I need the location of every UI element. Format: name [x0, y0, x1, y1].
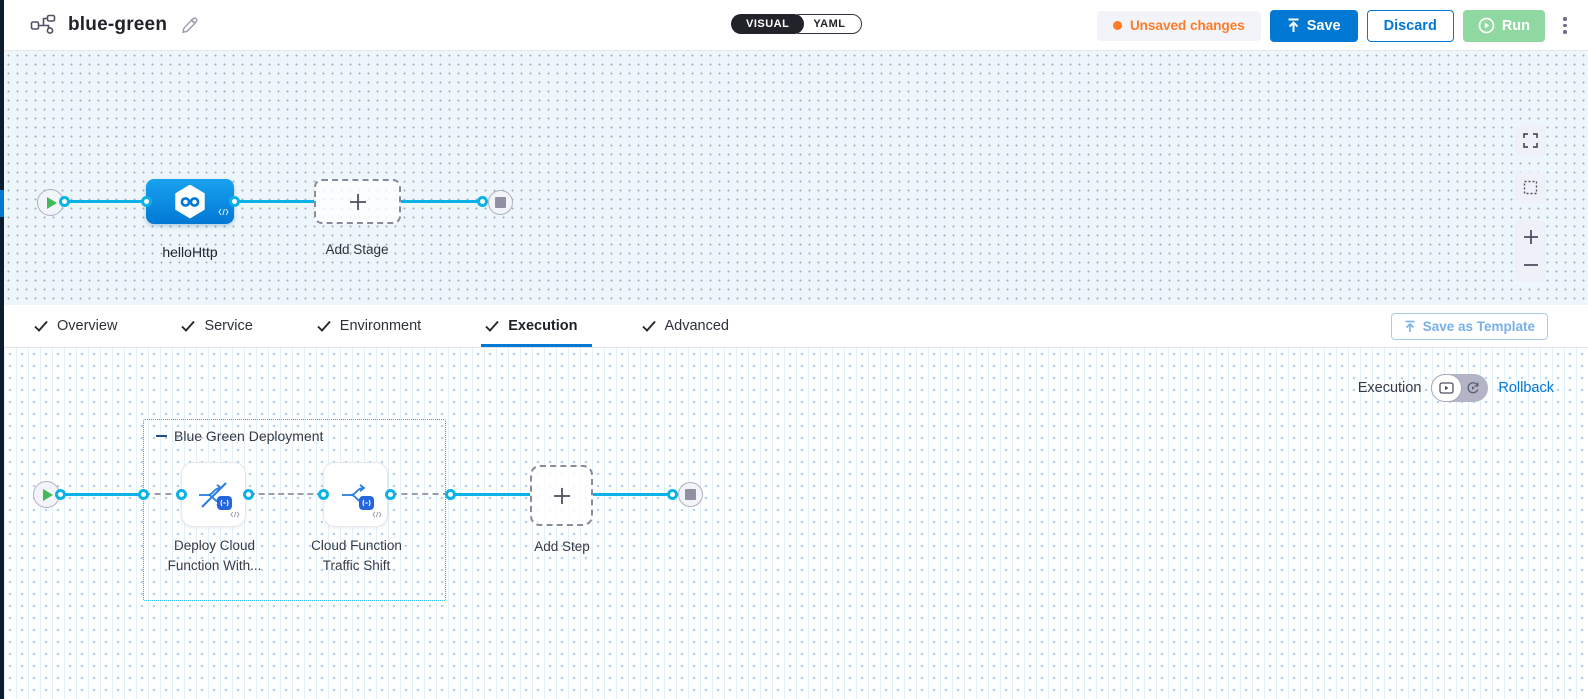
marquee-select-button[interactable] [1515, 172, 1546, 203]
connector-port [477, 196, 488, 207]
add-step-button[interactable] [530, 465, 593, 526]
step-group-header[interactable]: Blue Green Deployment [156, 428, 323, 444]
fullscreen-button[interactable] [1515, 125, 1546, 156]
toggle-visual[interactable]: VISUAL [731, 14, 805, 34]
zoom-in-icon[interactable] [1523, 229, 1539, 245]
connector-edge-dashed [249, 493, 323, 495]
unsaved-changes-badge: Unsaved changes [1096, 10, 1261, 41]
connector-edge [61, 493, 145, 496]
connector-edge [451, 493, 530, 496]
stage-graph-canvas[interactable]: helloHttp Add Stage [4, 51, 1588, 305]
check-icon [34, 320, 48, 332]
connector-port [445, 489, 456, 500]
stage-name-label: helloHttp [162, 244, 218, 260]
connector-edge [401, 200, 483, 203]
connector-port [229, 196, 240, 207]
step-group-blue-green[interactable] [143, 419, 446, 601]
save-button[interactable]: Save [1269, 9, 1358, 42]
cloud-function-badge-icon [217, 496, 232, 510]
zoom-out-icon[interactable] [1523, 257, 1539, 273]
code-icon [230, 505, 240, 523]
execution-mode-icon[interactable] [1431, 374, 1463, 402]
visual-yaml-toggle: VISUAL YAML [731, 14, 862, 34]
sidebar-accent [0, 190, 4, 217]
execution-graph-canvas[interactable]: Execution Rollback [4, 348, 1588, 699]
start-play-icon [43, 488, 53, 501]
step-label: Deploy Cloud Function With... [167, 538, 262, 574]
unsaved-changes-label: Unsaved changes [1129, 18, 1245, 33]
pipeline-end-node[interactable] [488, 190, 513, 215]
discard-button[interactable]: Discard [1366, 9, 1454, 42]
plus-icon [349, 193, 366, 210]
play-circle-icon [1478, 17, 1495, 34]
step-traffic-shift-card[interactable] [323, 462, 388, 527]
page-title: blue-green [68, 14, 168, 35]
fullscreen-icon [1523, 133, 1538, 148]
toggle-yaml[interactable]: YAML [790, 14, 862, 34]
topbar: blue-green VISUAL YAML Unsaved changes S… [4, 0, 1588, 51]
stage-hellohttp-card[interactable] [146, 179, 234, 224]
rollback-link[interactable]: Rollback [1498, 380, 1554, 396]
more-options-kebab-icon[interactable] [1556, 10, 1574, 42]
tab-advanced[interactable]: Advanced [641, 305, 729, 347]
connector-port [141, 196, 152, 207]
edit-pencil-icon[interactable] [181, 16, 198, 34]
connector-port [385, 489, 396, 500]
connector-edge [64, 200, 148, 203]
tab-environment[interactable]: Environment [317, 305, 421, 347]
save-as-template-button[interactable]: Save as Template [1390, 313, 1548, 340]
upload-arrow-icon [1288, 18, 1299, 32]
check-icon [641, 320, 656, 332]
stop-square-icon [685, 489, 696, 500]
plus-icon [553, 487, 570, 504]
upload-arrow-icon [1405, 320, 1415, 332]
execution-rollback-controls: Execution Rollback [1358, 374, 1554, 402]
pipeline-icon [30, 14, 56, 36]
check-icon [317, 320, 331, 332]
execution-end-node[interactable] [678, 482, 703, 507]
collapse-dash-icon[interactable] [156, 434, 167, 438]
connector-port [243, 489, 254, 500]
topbar-actions: Unsaved changes Save Discard Run [1096, 0, 1574, 51]
run-button[interactable]: Run [1462, 9, 1545, 42]
step-deploy-cloud-function-card[interactable] [181, 462, 246, 527]
add-stage-button[interactable] [314, 179, 401, 224]
connector-port [176, 489, 187, 500]
deploy-stage-hexagon-icon [175, 184, 205, 219]
connector-edge-dashed [391, 493, 449, 495]
code-icon [218, 203, 229, 221]
stop-square-icon [495, 197, 506, 208]
check-icon [181, 320, 196, 332]
unsaved-dot-icon [1112, 21, 1122, 30]
connector-port [318, 489, 329, 500]
stage-config-tabs: Overview Service Environment Execution A… [4, 305, 1588, 348]
start-play-icon [47, 196, 57, 209]
connector-port [59, 196, 70, 207]
tab-overview[interactable]: Overview [34, 305, 117, 347]
execution-rollback-toggle[interactable] [1431, 374, 1489, 402]
rollback-mode-icon[interactable] [1462, 374, 1484, 402]
add-stage-label: Add Stage [325, 242, 389, 257]
collapsed-sidebar[interactable] [0, 0, 4, 699]
execution-label: Execution [1357, 380, 1422, 396]
zoom-controls [1515, 220, 1546, 282]
connector-port [667, 489, 678, 500]
step-group-label: Blue Green Deployment [174, 428, 324, 444]
tab-service[interactable]: Service [181, 305, 253, 347]
add-step-label: Add Step [534, 539, 590, 554]
connector-edge [593, 493, 673, 496]
check-icon [485, 320, 499, 332]
connector-edge-dashed [144, 493, 182, 495]
cloud-function-badge-icon [359, 496, 374, 510]
marquee-select-icon [1523, 180, 1538, 195]
tab-execution[interactable]: Execution [481, 305, 592, 347]
code-icon [372, 505, 382, 523]
step-label: Cloud Function Traffic Shift [311, 538, 402, 574]
connector-edge [235, 200, 315, 203]
connector-port [138, 489, 149, 500]
connector-port [55, 489, 66, 500]
